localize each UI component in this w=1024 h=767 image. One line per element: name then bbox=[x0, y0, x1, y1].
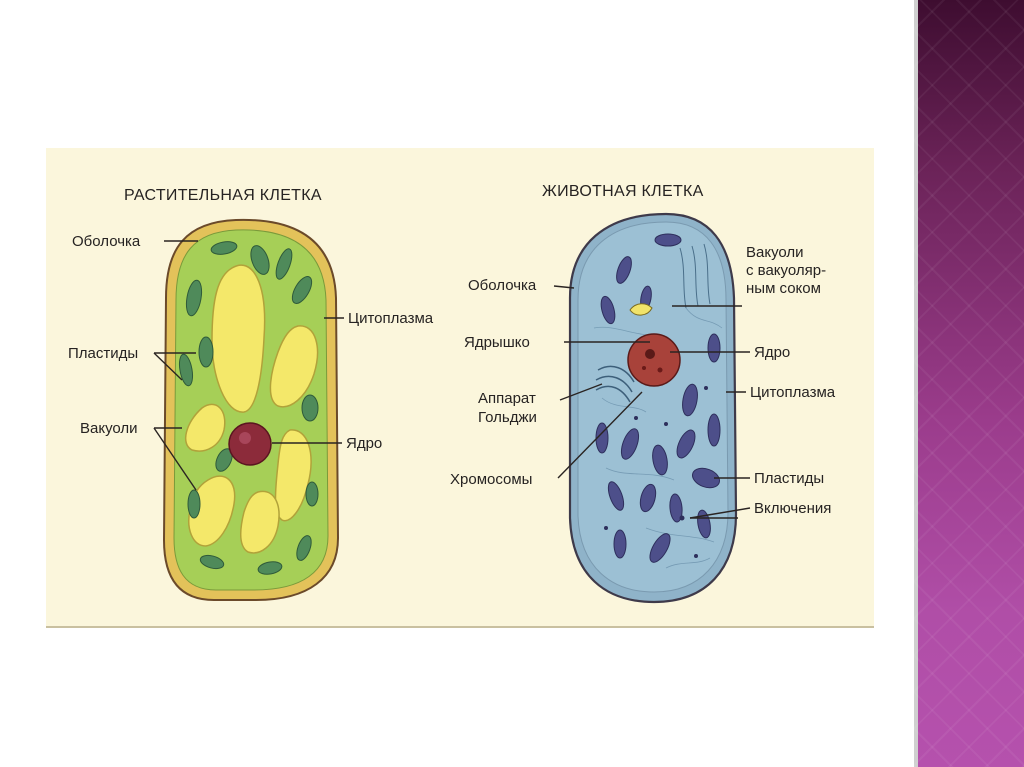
animal-nucleus bbox=[627, 303, 681, 387]
side-band-pattern bbox=[914, 0, 1024, 767]
animal-cytoplasm-texture bbox=[593, 307, 723, 569]
animal-label-vacuoles-line1: Вакуоли bbox=[746, 244, 804, 261]
animal-cell: ЖИВОТНАЯ КЛЕТКА bbox=[450, 183, 836, 604]
animal-cell-title: ЖИВОТНАЯ КЛЕТКА bbox=[542, 183, 704, 200]
animal-label-nucleolus: Ядрышко bbox=[464, 334, 530, 351]
animal-label-vacuoles-line2: с вакуоляр- bbox=[746, 262, 826, 279]
plant-label-membrane: Оболочка bbox=[72, 233, 141, 250]
animal-inclusions bbox=[604, 386, 708, 558]
plant-cell: РАСТИТЕЛЬНАЯ КЛЕТКА bbox=[68, 187, 434, 601]
animal-label-nucleus: Ядро bbox=[754, 344, 790, 361]
animal-leader-lines bbox=[553, 285, 751, 519]
animal-label-vacuoles-line3: ным соком bbox=[746, 280, 821, 297]
cell-comparison-figure: РАСТИТЕЛЬНАЯ КЛЕТКА bbox=[46, 148, 874, 628]
animal-plastids bbox=[595, 233, 721, 563]
animal-label-plastids: Пластиды bbox=[754, 470, 824, 487]
animal-label-cytoplasm: Цитоплазма bbox=[750, 384, 836, 401]
animal-label-golgi-line2: Гольджи bbox=[478, 409, 537, 426]
animal-golgi-apparatus bbox=[595, 365, 635, 403]
animal-label-inclusions: Включения bbox=[754, 500, 831, 517]
animal-label-membrane: Оболочка bbox=[468, 277, 537, 294]
cell-diagram: РАСТИТЕЛЬНАЯ КЛЕТКА bbox=[68, 183, 836, 604]
slide-content: РАСТИТЕЛЬНАЯ КЛЕТКА bbox=[46, 148, 874, 628]
decorative-side-band bbox=[914, 0, 1024, 767]
plant-nucleus bbox=[228, 422, 272, 466]
plant-label-cytoplasm: Цитоплазма bbox=[348, 310, 434, 327]
animal-label-chromosomes: Хромосомы bbox=[450, 471, 532, 488]
plant-label-nucleus: Ядро bbox=[346, 435, 382, 452]
plant-leader-lines bbox=[153, 240, 344, 491]
plant-label-vacuoles: Вакуоли bbox=[80, 420, 138, 437]
plant-plastids bbox=[178, 241, 319, 575]
plant-cell-title: РАСТИТЕЛЬНАЯ КЛЕТКА bbox=[124, 187, 322, 204]
plant-label-plastids: Пластиды bbox=[68, 345, 138, 362]
animal-label-golgi-line1: Аппарат bbox=[478, 390, 536, 407]
animal-vacuoles bbox=[679, 243, 711, 309]
plant-vacuoles bbox=[184, 264, 319, 554]
